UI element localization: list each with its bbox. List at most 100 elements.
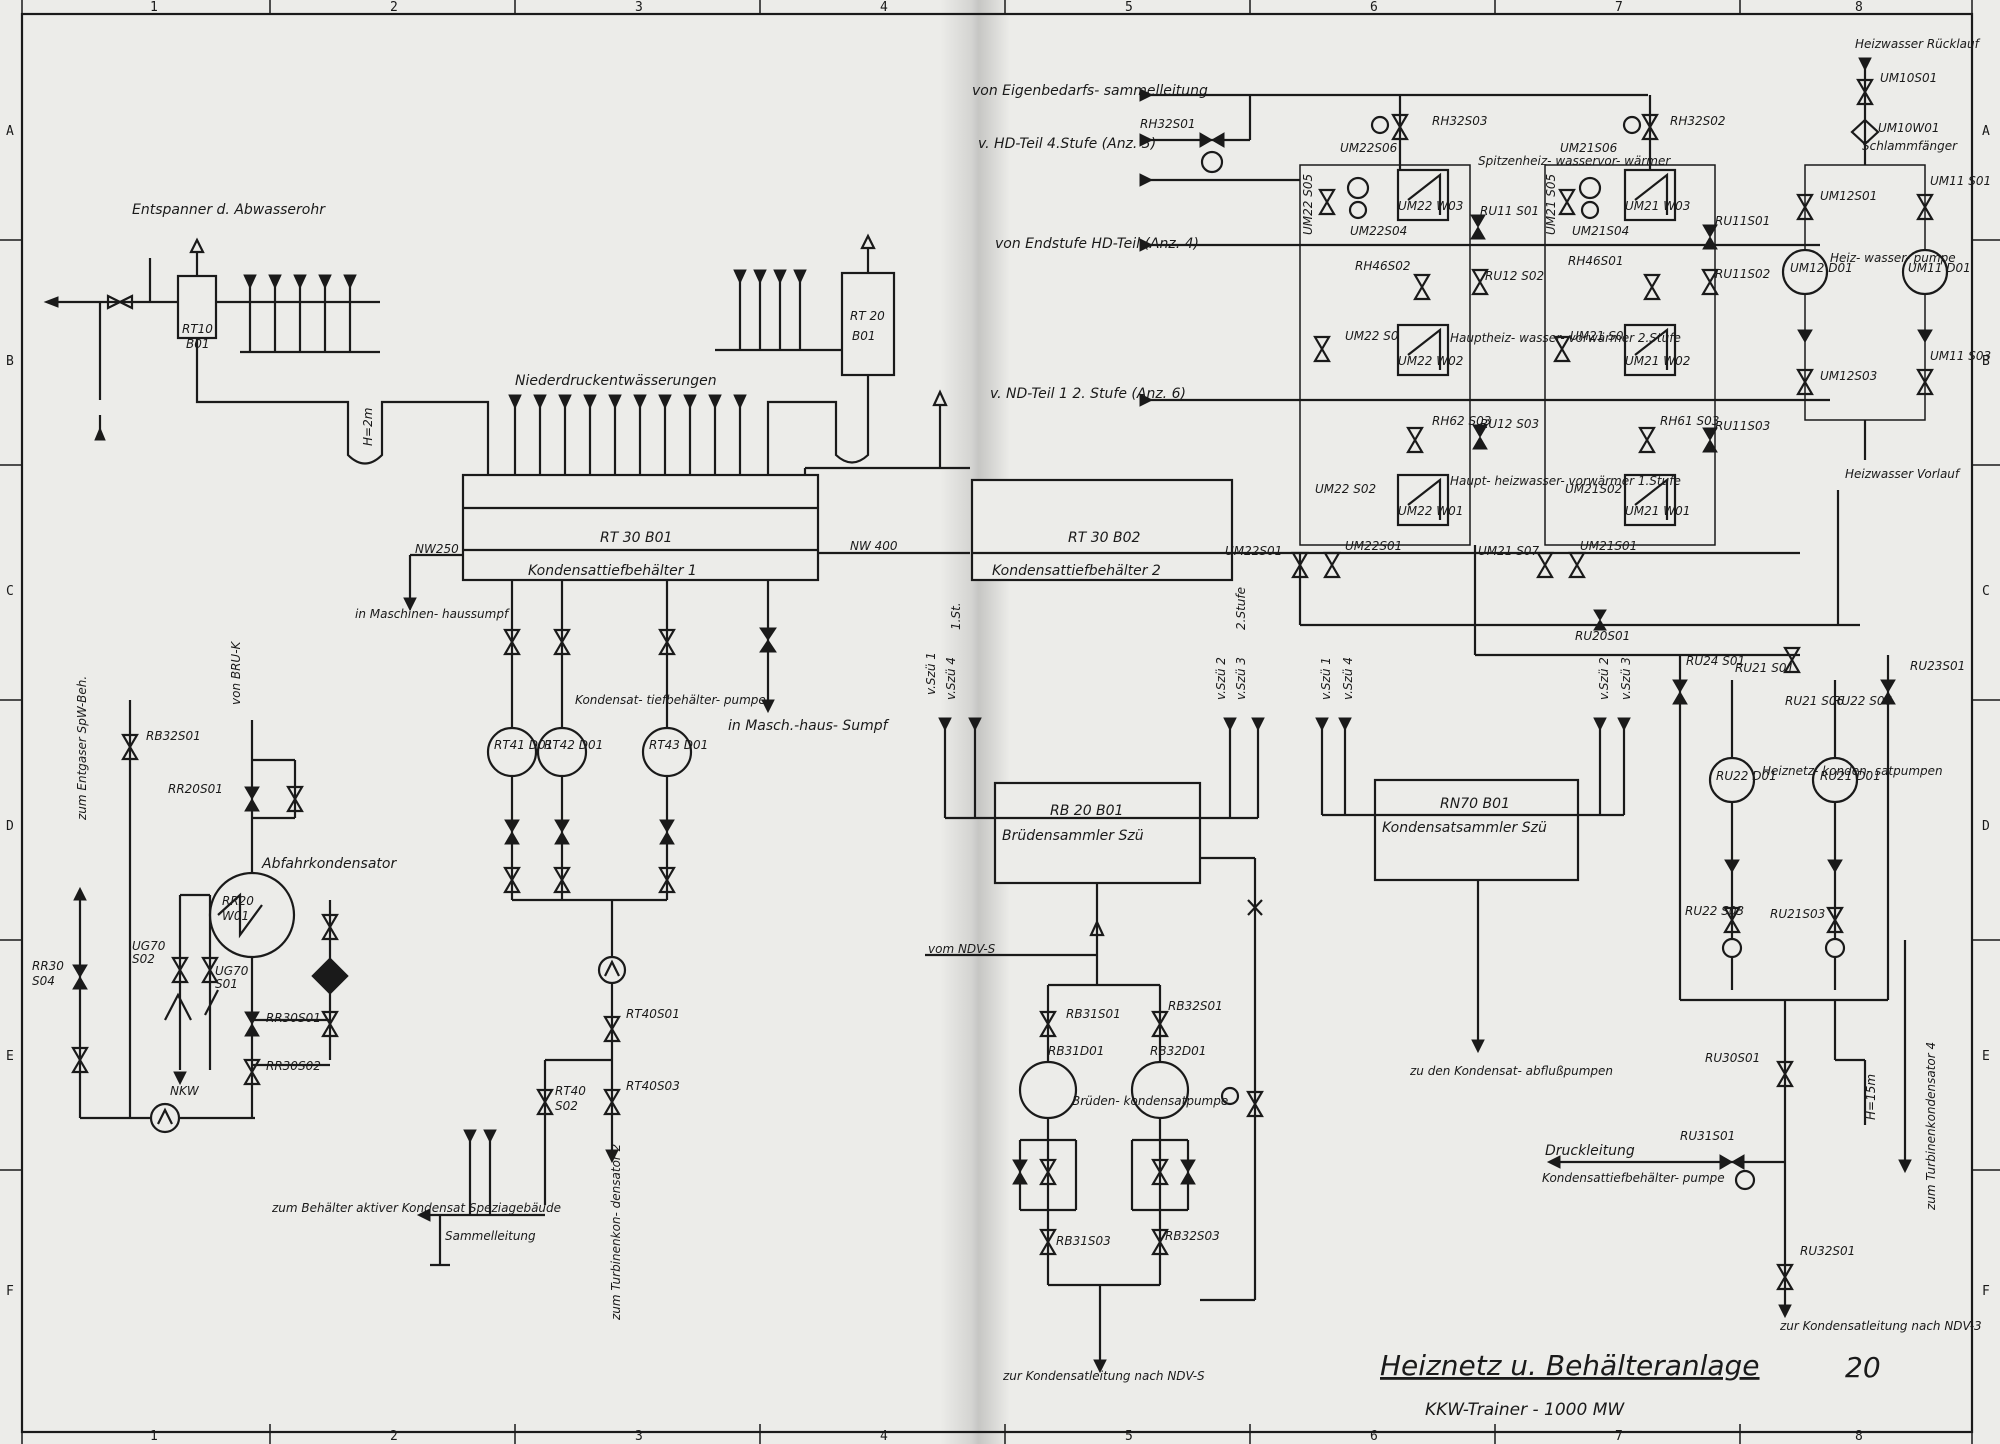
label-vszue-r3: v.Szü 3 xyxy=(1234,657,1248,700)
label-rr20w01: RR20 xyxy=(222,894,254,908)
label-szue-l1: v.Szü 1 xyxy=(1319,657,1333,700)
label-bruedensammler: Brüdensammler Szü xyxy=(1002,828,1144,844)
label-ru12s03: RU12 S03 xyxy=(1480,417,1539,431)
label-ndteil: v. ND-Teil 1 2. Stufe (Anz. 6) xyxy=(990,386,1186,402)
label-um21w01: UM21 W01 xyxy=(1625,504,1690,518)
label-rr20w01-b: W01 xyxy=(222,909,249,923)
label-h2m: H=2m xyxy=(361,408,375,446)
label-kondsammler: Kondensatsammler Szü xyxy=(1382,820,1547,836)
label-zurndv3: zur Kondensatleitung nach NDV-3 xyxy=(1779,1319,1982,1333)
label-ru11s02: RU11S02 xyxy=(1715,267,1770,281)
grid-row-b: B xyxy=(6,354,14,369)
label-ru11s01b: RU11S01 xyxy=(1715,214,1770,228)
tank-rt30-b01 xyxy=(461,473,820,582)
label-rt40s01: RT40S01 xyxy=(626,1007,680,1021)
label-ru21s03: RU21S03 xyxy=(1770,907,1825,921)
grid-col-5-bottom: 5 xyxy=(1125,1429,1133,1444)
pump-rb31 xyxy=(1018,1060,1078,1120)
check-valve-icon xyxy=(597,955,627,985)
label-um21s03: UM21 S03 xyxy=(1570,329,1631,343)
tank-rn70-b01 xyxy=(1373,778,1580,882)
drawing-title: Heiznetz u. Behälteranlage xyxy=(1380,1349,1760,1382)
grid-col-5: 5 xyxy=(1125,0,1133,15)
label-vszue-l4: v.Szü 4 xyxy=(944,657,958,700)
grid-row-f-right: F xyxy=(1982,1284,1990,1299)
label-vszue-r2: v.Szü 2 xyxy=(1214,657,1228,700)
label-ru11s03: RU11S03 xyxy=(1715,419,1770,433)
label-nw400: NW 400 xyxy=(850,539,898,553)
label-eigenbedarf: von Eigenbedarfs- sammelleitung xyxy=(972,83,1208,99)
pump-rb32 xyxy=(1130,1060,1190,1120)
label-ru21s01: RU21 S01 xyxy=(1735,661,1794,675)
drain-funnels-niederdruck xyxy=(508,394,747,475)
label-stufe2: 2.Stufe xyxy=(1234,587,1248,630)
label-rr30s04-b: S04 xyxy=(32,974,55,988)
label-um22w02: UM22 W02 xyxy=(1398,354,1463,368)
right-section: RH32S03 RH32S02 UM22S06 UM21S06 UM22 S05… xyxy=(1225,37,1991,1333)
label-um10w01: UM10W01 xyxy=(1878,121,1940,135)
label-entgaser: zum Entgaser SpW-Beh. xyxy=(75,676,89,821)
label-ug70s02: UG70 xyxy=(132,939,166,953)
label-um22s01b: UM22S01 xyxy=(1345,539,1402,553)
tank-rt20 xyxy=(840,271,896,377)
grid-row-b-right: B xyxy=(1982,354,1990,369)
label-ug70s01-b: S01 xyxy=(215,977,238,991)
label-niederdruck: Niederdruckentwässerungen xyxy=(515,373,717,389)
label-szue-r3: v.Szü 3 xyxy=(1619,657,1633,700)
label-ru20s01: RU20S01 xyxy=(1575,629,1630,643)
label-vorlauf: Heizwasser Vorlauf xyxy=(1845,467,1961,481)
label-um21s01: UM21S01 xyxy=(1580,539,1637,553)
drain-funnels-rt20 xyxy=(715,269,842,352)
grid-row-d: D xyxy=(6,819,14,834)
grid-row-d-right: D xyxy=(1982,819,1990,834)
grid-col-2: 2 xyxy=(390,0,398,15)
label-um21w02: UM21 W02 xyxy=(1625,354,1690,368)
label-rt40s02: RT40 xyxy=(555,1084,586,1098)
label-um12s01: UM12S01 xyxy=(1820,189,1877,203)
grid-col-3: 3 xyxy=(635,0,643,15)
label-entspanner: Entspanner d. Abwasserohr xyxy=(132,202,326,218)
label-rt10: RT10 xyxy=(182,322,213,336)
label-ru11s01: RU11 S01 xyxy=(1480,204,1539,218)
label-turbinen: zum Turbinenkon- densator 2 xyxy=(609,1144,623,1321)
grid-row-e-right: E xyxy=(1982,1049,1990,1064)
label-abfahr: Abfahrkondensator xyxy=(261,856,397,872)
label-schlamm: Schlammfänger xyxy=(1862,139,1958,153)
label-nkw: NKW xyxy=(170,1084,200,1098)
grid-row-a-right: A xyxy=(1982,124,1990,139)
label-rt40s02-b: S02 xyxy=(555,1099,578,1113)
label-rt42: RT42 D01 xyxy=(544,738,603,752)
grid-col-6: 6 xyxy=(1370,0,1378,15)
label-rt41: RT41 D01 xyxy=(494,738,553,752)
label-haupt1: Haupt- heizwasser- vorwärmer 1.Stufe xyxy=(1450,474,1681,488)
label-um22s01: UM22S01 xyxy=(1225,544,1282,558)
grid-row-a: A xyxy=(6,124,14,139)
label-rn70b01: RN70 B01 xyxy=(1440,796,1510,812)
grid-col-2-bottom: 2 xyxy=(390,1429,398,1444)
label-stufe1: 1.St. xyxy=(949,602,963,630)
label-zurleitung: zur Kondensatleitung nach NDV-S xyxy=(1002,1369,1205,1383)
label-rb31s01: RB31S01 xyxy=(1066,1007,1121,1021)
label-heiznetz: Heiznetz- konden- satpumpen xyxy=(1762,764,1943,778)
pump-ru21 xyxy=(1811,756,1859,804)
label-vszue-l1: v.Szü 1 xyxy=(924,652,938,695)
label-szue-l4: v.Szü 4 xyxy=(1341,657,1355,700)
shutoff-valve-icon xyxy=(759,627,777,653)
grid-col-1: 1 xyxy=(150,0,158,15)
label-rr20s01: RR20S01 xyxy=(168,782,223,796)
label-rt43: RT43 D01 xyxy=(649,738,708,752)
label-spitzen: Spitzenheiz- wasservor- wärmer xyxy=(1478,154,1671,168)
label-kondpumpe: Kondensat- tiefbehälter- pumpe xyxy=(575,693,766,707)
label-um22w03: UM22 W03 xyxy=(1398,199,1463,213)
grid-col-7-bottom: 7 xyxy=(1615,1429,1623,1444)
label-um12s03: UM12S03 xyxy=(1820,369,1877,383)
pump-icon xyxy=(149,1102,181,1134)
grid-col-6-bottom: 6 xyxy=(1370,1429,1378,1444)
grid-col-4-bottom: 4 xyxy=(880,1429,888,1444)
label-um21s07: UM21 S07 xyxy=(1478,544,1539,558)
label-behaelter: zum Behälter aktiver Kondensat Speziageb… xyxy=(271,1201,561,1215)
label-rb31s03: RB31S03 xyxy=(1056,1234,1111,1248)
